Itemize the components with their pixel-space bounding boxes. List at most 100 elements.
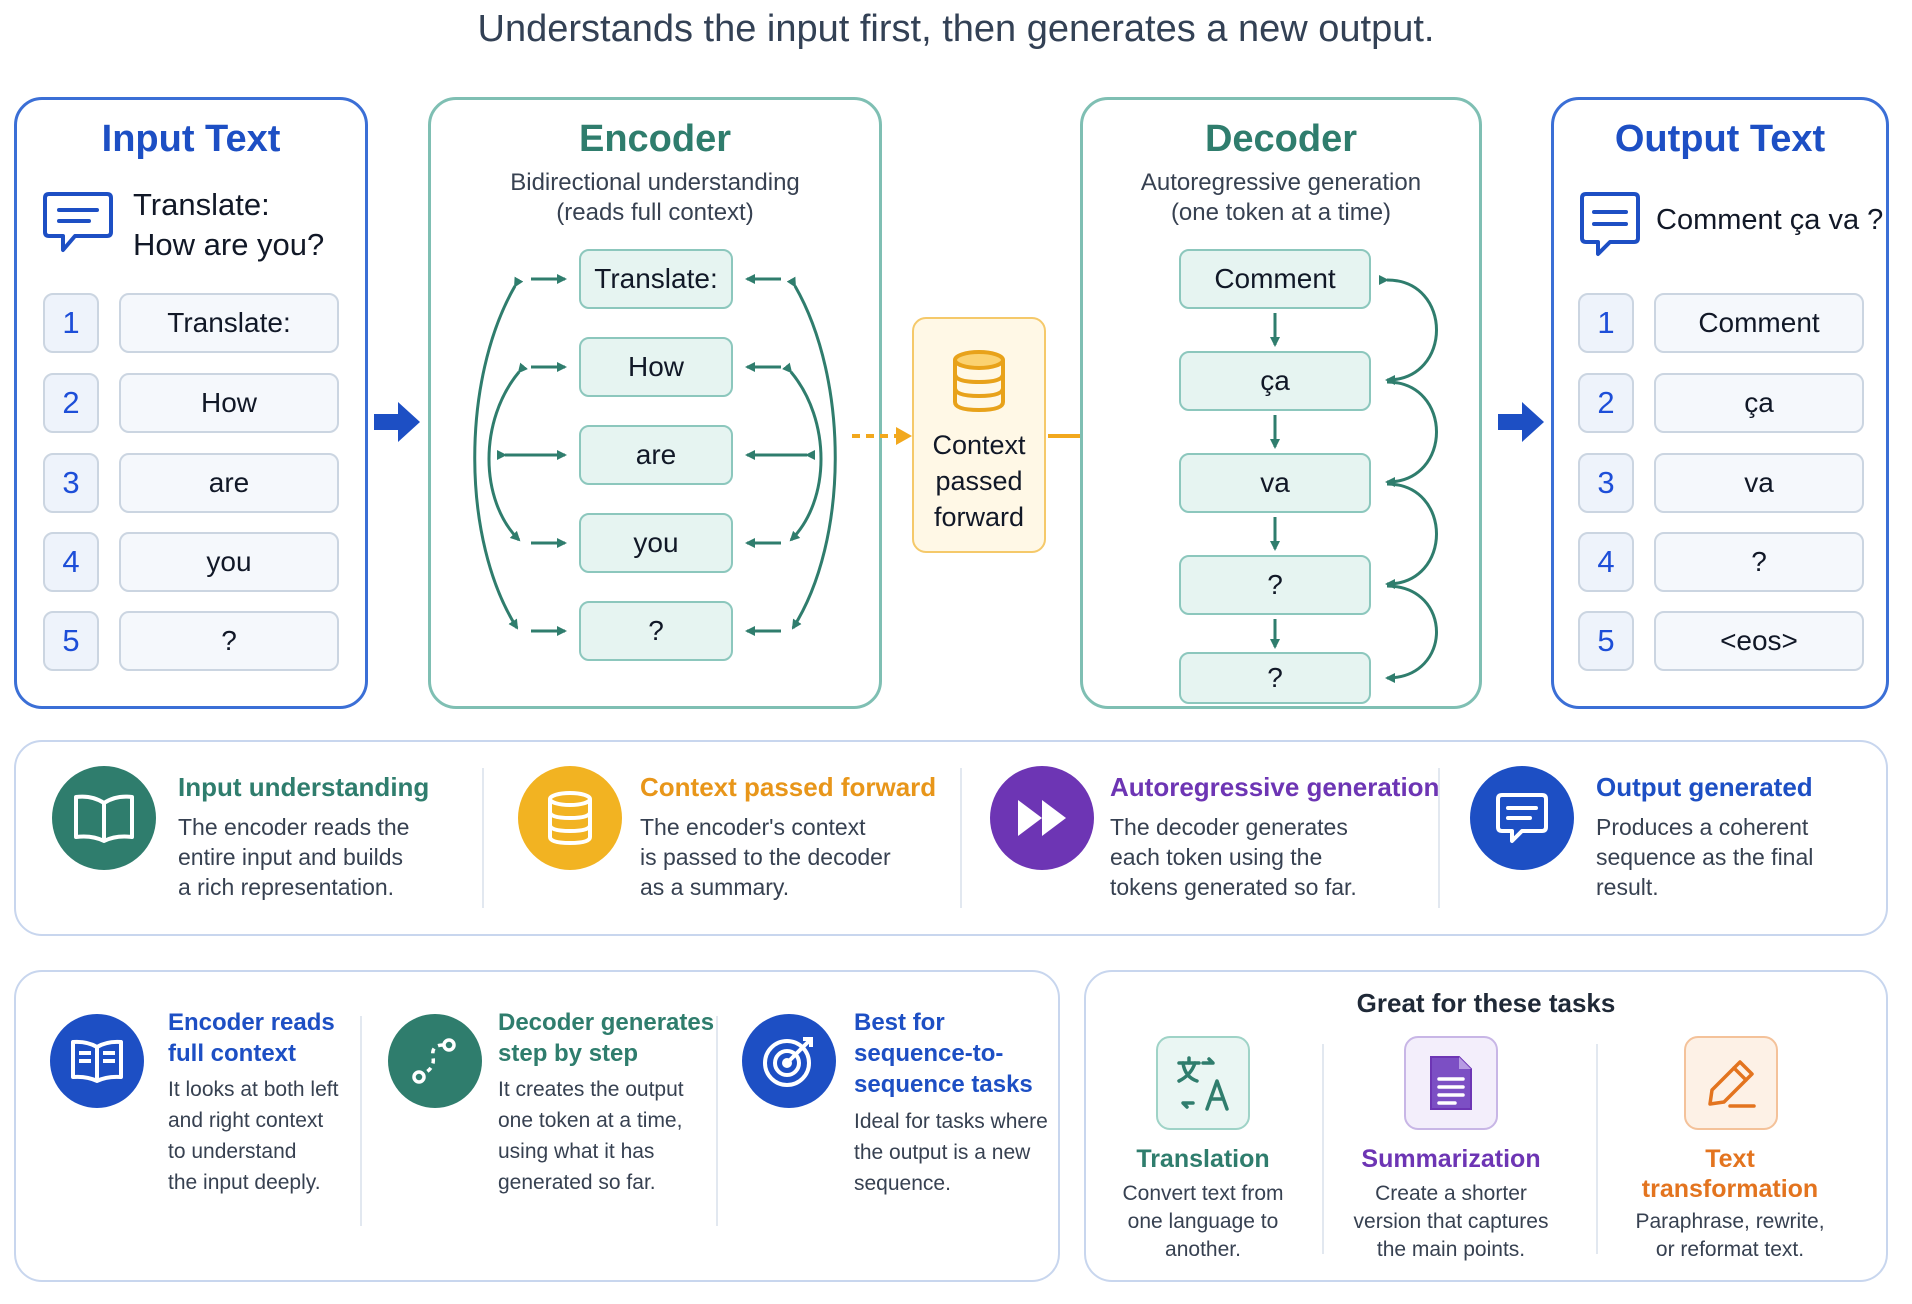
input-token: Translate: — [119, 293, 339, 353]
encoder-token: are — [579, 425, 733, 485]
output-token-number: 3 — [1578, 453, 1634, 513]
task-title: Text — [1705, 1145, 1755, 1173]
decoder-token: ? — [1179, 555, 1371, 615]
feature-desc: entire input and builds — [178, 844, 404, 870]
decoder-title: Decoder — [1204, 118, 1358, 160]
output-token-number: 2 — [1578, 373, 1634, 433]
feature-desc: sequence as the final — [1596, 844, 1814, 870]
output-token: <eos> — [1654, 611, 1864, 671]
encoder-subtitle-2: (reads full context) — [556, 199, 754, 226]
feature-title: Autoregressive generation — [1110, 772, 1440, 802]
detail-desc: using what it has — [498, 1140, 655, 1163]
book-icon — [50, 1014, 144, 1108]
detail-desc: It creates the output — [498, 1078, 684, 1101]
task-desc: the main points. — [1376, 1238, 1526, 1261]
context-label-3: forward — [933, 502, 1025, 532]
input-token: you — [119, 532, 339, 592]
encoder-title: Encoder — [578, 118, 732, 160]
context-label-1: Context — [932, 430, 1026, 460]
output-token-number: 1 — [1578, 293, 1634, 353]
feature-desc: result. — [1596, 874, 1659, 900]
tasks-heading: Great for these tasks — [1356, 988, 1616, 1018]
output-token-number: 4 — [1578, 532, 1634, 592]
decoder-panel: Decoder Autoregressive generation (one t… — [1080, 97, 1482, 709]
decoder-token: ça — [1179, 351, 1371, 411]
book-icon — [52, 766, 156, 870]
feature-desc: Produces a coherent — [1596, 814, 1809, 840]
input-token: How — [119, 373, 339, 433]
feature-desc: is passed to the decoder — [640, 844, 891, 870]
fast-forward-icon — [990, 766, 1094, 870]
divider — [360, 1016, 362, 1226]
divider — [1438, 768, 1440, 908]
detail-title: sequence-to- — [854, 1040, 1004, 1067]
page-title: Understands the input first, then genera… — [477, 8, 1435, 50]
input-token: ? — [119, 611, 339, 671]
output-token: Comment — [1654, 293, 1864, 353]
detail-title: Encoder reads — [168, 1009, 335, 1036]
feature-desc: each token using the — [1110, 844, 1323, 870]
attention-arrows — [473, 274, 837, 636]
decoder-token: Comment — [1179, 249, 1371, 309]
input-token-number: 3 — [43, 453, 99, 513]
task-desc: or reformat text. — [1655, 1238, 1805, 1261]
encoder-subtitle-1: Bidirectional understanding — [510, 169, 800, 196]
chat-icon — [41, 188, 115, 263]
feature-desc: The decoder generates — [1110, 814, 1348, 840]
detail-title: step by step — [498, 1040, 639, 1067]
details-panel: Encoder reads full context It looks at b… — [14, 970, 1060, 1282]
divider — [1322, 1044, 1324, 1254]
detail-title: full context — [168, 1040, 297, 1067]
input-token: are — [119, 453, 339, 513]
context-label-2: passed — [935, 466, 1023, 496]
path-icon — [388, 1014, 482, 1108]
feature-title: Input understanding — [178, 772, 430, 802]
pencil-icon — [1684, 1036, 1778, 1130]
output-token: va — [1654, 453, 1864, 513]
output-token: ? — [1654, 532, 1864, 592]
task-desc: one language to — [1127, 1210, 1279, 1233]
tasks-panel: Great for these tasks Translation Conver… — [1084, 970, 1888, 1282]
database-icon — [950, 349, 1008, 418]
task-desc: Create a shorter — [1375, 1182, 1527, 1205]
chat-icon — [1470, 766, 1574, 870]
output-token-number: 5 — [1578, 611, 1634, 671]
document-icon — [1404, 1036, 1498, 1130]
encoder-token: Translate: — [579, 249, 733, 309]
detail-desc: sequence. — [854, 1172, 951, 1195]
detail-desc: and right context — [168, 1109, 324, 1132]
generation-arrows — [1270, 274, 1438, 683]
task-desc: Convert text from — [1122, 1182, 1284, 1205]
dashed-arrow — [852, 427, 912, 445]
detail-title: Decoder generates — [498, 1009, 715, 1036]
feature-desc: a rich representation. — [178, 874, 395, 900]
detail-title: Best for — [854, 1009, 945, 1036]
detail-desc: one token at a time, — [498, 1109, 683, 1132]
encoder-token: ? — [579, 601, 733, 661]
output-message: Comment ça va ? — [1656, 204, 1884, 236]
detail-desc: It looks at both left — [168, 1078, 339, 1101]
input-panel-title: Input Text — [101, 118, 281, 160]
arrow-right-icon — [372, 398, 422, 451]
decoder-token: va — [1179, 453, 1371, 513]
task-title: Summarization — [1361, 1145, 1541, 1173]
decoder-subtitle-1: Autoregressive generation — [1140, 169, 1422, 196]
input-token-number: 1 — [43, 293, 99, 353]
encoder-token: How — [579, 337, 733, 397]
decoder-subtitle-2: (one token at a time) — [1170, 199, 1392, 226]
input-message-line-2: How are you? — [133, 227, 325, 262]
feature-desc: The encoder reads the — [178, 814, 410, 840]
context-box: Context passed forward — [912, 317, 1046, 553]
decoder-token: ? — [1179, 652, 1371, 704]
input-panel: Input Text Translate: How are you? 1 Tra… — [14, 97, 368, 709]
task-desc: Paraphrase, rewrite, — [1635, 1210, 1825, 1233]
input-token-number: 2 — [43, 373, 99, 433]
database-icon — [518, 766, 622, 870]
features-strip: Input understanding The encoder reads th… — [14, 740, 1888, 936]
chat-icon — [1578, 188, 1642, 263]
input-message-line-1: Translate: — [133, 187, 270, 222]
task-title: transformation — [1641, 1175, 1819, 1203]
feature-title: Context passed forward — [640, 772, 937, 802]
input-token-number: 5 — [43, 611, 99, 671]
detail-desc: Ideal for tasks where — [854, 1110, 1048, 1133]
